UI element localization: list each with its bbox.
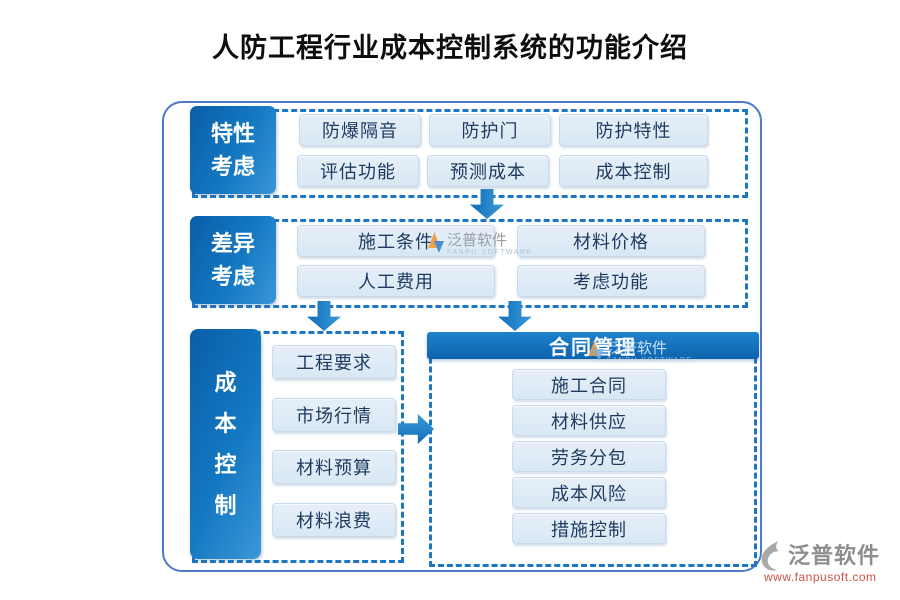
feature-chip: 劳务分包 xyxy=(512,441,666,472)
contract-panel-title: 合同管理 xyxy=(549,337,637,359)
fanpu-logo: 泛普软件 www.fanpusoft.com xyxy=(758,540,896,584)
section-differences-label: 差异考虑 xyxy=(210,231,255,289)
feature-chip: 措施控制 xyxy=(512,513,666,544)
feature-chip: 评估功能 xyxy=(297,155,419,187)
section-cost-control-label-box: 成本控制 xyxy=(190,329,261,559)
feature-chip: 施工合同 xyxy=(512,369,666,400)
feature-chip: 人工费用 xyxy=(297,265,495,297)
section-features-label-box: 特性考虑 xyxy=(190,106,276,194)
feature-chip: 防护特性 xyxy=(559,114,708,146)
feature-chip: 考虑功能 xyxy=(517,265,705,297)
section-differences-label-box: 差异考虑 xyxy=(190,216,276,304)
feature-chip: 防护门 xyxy=(429,114,551,146)
fanpu-website-url: www.fanpusoft.com xyxy=(764,570,877,584)
feature-chip: 材料价格 xyxy=(517,225,705,257)
feature-chip: 施工条件 xyxy=(297,225,495,257)
fanpu-brand-text: 泛普软件 xyxy=(788,543,881,568)
section-cost-control-label: 成本控制 xyxy=(214,370,237,518)
feature-chip: 成本控制 xyxy=(559,155,708,187)
feature-chip: 防爆隔音 xyxy=(299,114,421,146)
feature-chip: 材料供应 xyxy=(512,405,666,436)
section-features-label: 特性考虑 xyxy=(210,121,255,179)
diagram-outer-frame: 特性考虑 防爆隔音 防护门 防护特性 评估功能 预测成本 成本控制 差异考虑 施… xyxy=(162,101,762,572)
feature-chip: 成本风险 xyxy=(512,477,666,508)
feature-chip: 材料预算 xyxy=(272,450,396,484)
feature-chip: 市场行情 xyxy=(272,398,396,432)
fanpu-logo-icon xyxy=(761,540,779,571)
page-title: 人防工程行业成本控制系统的功能介绍 xyxy=(212,33,688,63)
feature-chip: 材料浪费 xyxy=(272,503,396,537)
feature-chip: 工程要求 xyxy=(272,345,396,379)
feature-chip: 预测成本 xyxy=(427,155,549,187)
contract-panel-header: 合同管理 xyxy=(427,332,759,359)
